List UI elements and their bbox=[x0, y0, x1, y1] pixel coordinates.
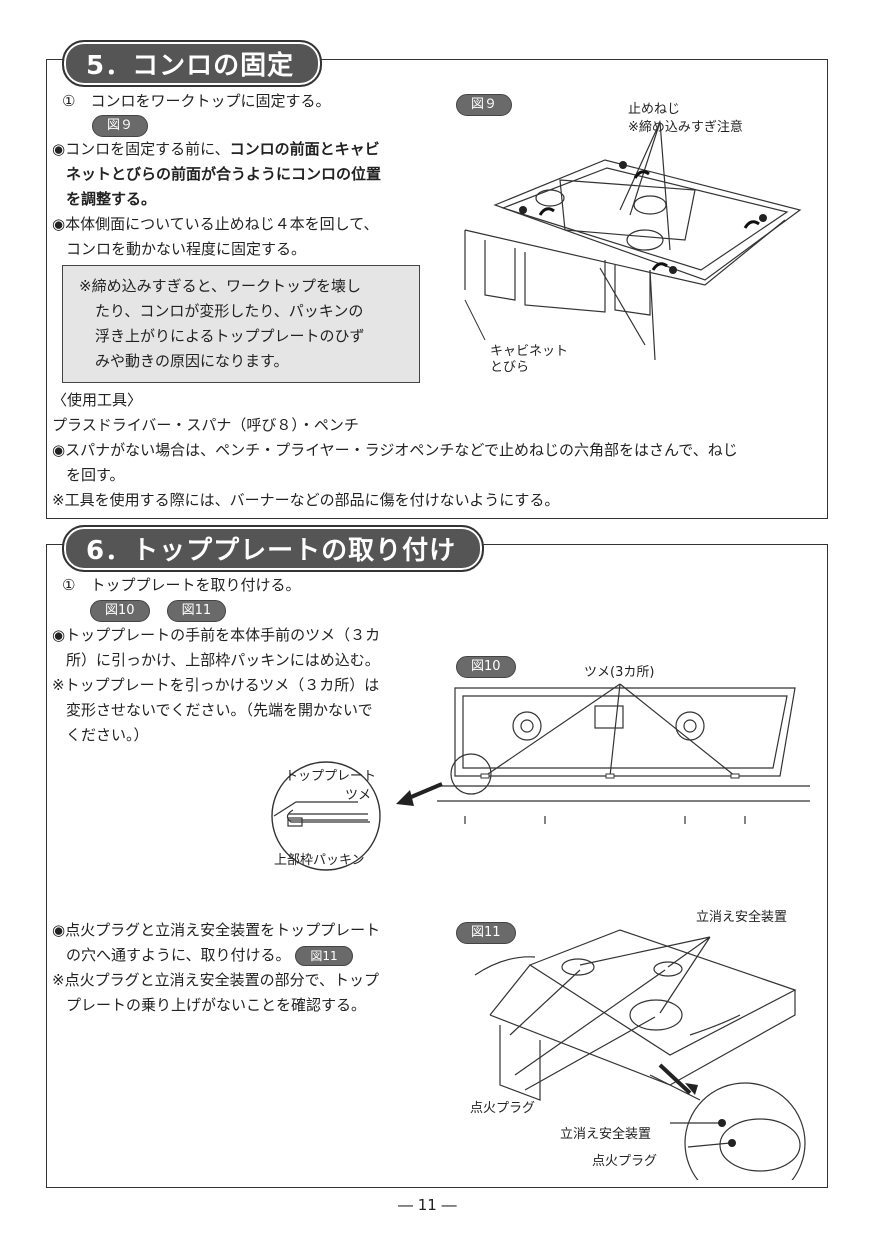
s6-caution1-line3: ください。） bbox=[66, 726, 149, 744]
fig10-plate-illustration bbox=[437, 683, 810, 824]
fig9-cabinet-label: キャビネット bbox=[490, 344, 569, 359]
s6-ref-fig11[interactable]: 図11 bbox=[166, 600, 227, 622]
s5-bullet1-line1: ◉コンロを固定する前に、コンロの前面とキャビ bbox=[52, 140, 380, 158]
zoom-packing-label: 上部枠パッキン bbox=[274, 853, 365, 868]
s6-step1: ① トッププレートを取り付ける。 bbox=[62, 576, 301, 594]
fig9-door-label: とびら bbox=[490, 360, 530, 375]
s5-spanner-line2: を回す。 bbox=[66, 466, 125, 484]
s5-caution: ※工具を使用する際には、バーナーなどの部品に傷を付けないようにする。 bbox=[52, 491, 560, 509]
fig9-label: 図９ bbox=[456, 94, 513, 116]
s5-bullet2-line2: コンロを動かない程度に固定する。 bbox=[66, 240, 307, 258]
fig11-zoom-safety-label: 立消え安全装置 bbox=[560, 1127, 652, 1142]
fig11-safety-label: 立消え安全装置 bbox=[696, 910, 788, 925]
fig10-zoom-circle bbox=[271, 761, 381, 871]
s5-tools-heading: 〈使用工具〉 bbox=[52, 391, 143, 409]
page-number: ― 11 ― bbox=[398, 1196, 457, 1214]
s6-caution1-line1: ※トッププレートを引っかけるツメ（３カ所）は bbox=[52, 676, 380, 694]
s6-ref-fig11-inline[interactable]: 図11 bbox=[295, 946, 353, 966]
s5-tools-list: プラスドライバー・スパナ（呼び８）・ペンチ bbox=[52, 416, 359, 434]
zoom-top-plate-label: トッププレート bbox=[285, 769, 377, 784]
s6-bullet1-line2: 所）に引っかけ、上部枠パッキンにはめ込む。 bbox=[66, 651, 380, 669]
s6-bullet2-line2: の穴へ通すように、取り付ける。 図11 bbox=[66, 943, 353, 968]
s6-bullet2-line1: ◉点火プラグと立消え安全装置をトッププレート bbox=[52, 921, 381, 939]
section-6-title: 6．トッププレートの取り付け bbox=[62, 525, 485, 572]
fig10-label: 図10 bbox=[456, 656, 516, 678]
s6-caution1-line2: 変形させないでください。（先端を開かないで bbox=[66, 701, 373, 719]
s6-bullet1-line1: ◉トッププレートの手前を本体手前のツメ（３カ bbox=[52, 626, 381, 644]
fig11-plate-illustration bbox=[474, 929, 806, 1180]
s6-ref-fig10[interactable]: 図10 bbox=[90, 600, 150, 622]
s5-spanner-line1: ◉スパナがない場合は、ペンチ・プライヤー・ラジオペンチなどで止めねじの六角部をは… bbox=[52, 441, 738, 459]
fig11-plug-label: 点火プラグ bbox=[470, 1101, 536, 1116]
s6-caution2-line1: ※点火プラグと立消え安全装置の部分で、トップ bbox=[52, 971, 379, 989]
zoom-tsume-label: ツメ bbox=[345, 788, 372, 803]
fig10-tsume-label: ツメ(3カ所) bbox=[584, 665, 655, 680]
fig11-label: 図11 bbox=[456, 922, 516, 944]
s5-warning-note: ※締め込みすぎると、ワークトップを壊し たり、コンロが変形したり、パッキンの 浮… bbox=[62, 265, 420, 383]
fig9-stove-illustration bbox=[464, 121, 802, 361]
s6-caution2-line2: プレートの乗り上げがないことを確認する。 bbox=[66, 996, 367, 1014]
s5-bullet1-line3: を調整する。 bbox=[66, 190, 157, 208]
s5-step1: ① コンロをワークトップに固定する。 bbox=[62, 92, 331, 110]
zoom-arrow bbox=[396, 782, 443, 806]
fig11-zoom-plug-label: 点火プラグ bbox=[592, 1154, 658, 1169]
section-5-box bbox=[46, 59, 828, 519]
s5-bullet1-line2: ネットとびらの前面が合うようにコンロの位置 bbox=[66, 165, 382, 183]
section-5-title: 5．コンロの固定 bbox=[62, 40, 323, 87]
s5-fig-ref[interactable]: 図９ bbox=[92, 115, 149, 137]
s5-bullet2-line1: ◉本体側面についている止めねじ４本を回して、 bbox=[52, 215, 379, 233]
fig9-screw-label: 止めねじ bbox=[628, 102, 681, 117]
